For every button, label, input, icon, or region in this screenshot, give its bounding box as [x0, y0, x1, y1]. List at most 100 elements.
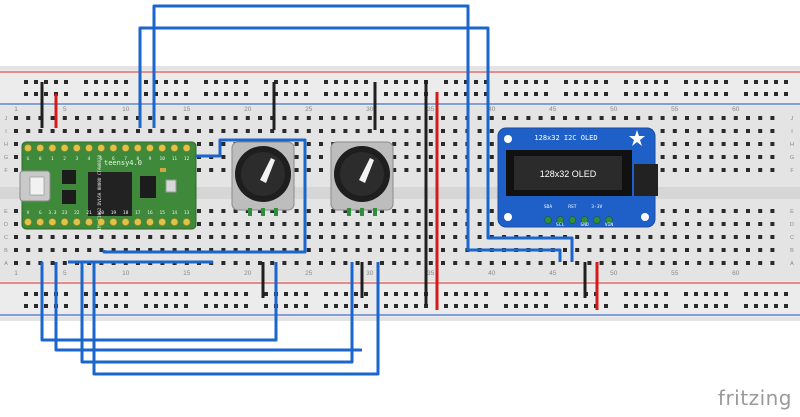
rail-hole: [704, 92, 708, 96]
rail-hole: [334, 80, 338, 84]
breadboard-hole: [38, 261, 43, 265]
breadboard-hole: [355, 116, 360, 120]
breadboard-hole: [306, 142, 311, 146]
breadboard-hole: [697, 209, 702, 213]
breadboard-hole: [599, 261, 604, 265]
breadboard-hole: [660, 235, 665, 239]
breadboard-hole: [331, 129, 336, 133]
breadboard-hole: [697, 222, 702, 226]
teensy-pin: [146, 144, 154, 152]
breadboard-hole: [404, 222, 409, 226]
breadboard-hole: [685, 129, 689, 133]
row-letter: C: [4, 235, 8, 241]
breadboard-hole: [709, 116, 714, 120]
oled-pin-label: 3-3V: [591, 204, 602, 210]
breadboard-hole: [404, 168, 409, 172]
oled-module: 128x32 I2C OLED 128x32 OLED SDASCLRSTGND…: [497, 127, 658, 228]
breadboard-hole: [416, 155, 421, 159]
breadboard-hole: [14, 222, 18, 226]
breadboard-hole: [160, 235, 165, 239]
rail-hole: [414, 92, 418, 96]
rail-hole: [364, 292, 368, 296]
breadboard-hole: [233, 116, 238, 120]
teensy-pin: [182, 144, 191, 152]
rail-hole: [384, 80, 388, 84]
breadboard-hole: [721, 142, 726, 146]
rail-hole: [124, 80, 128, 84]
rail-hole: [484, 292, 488, 296]
breadboard-hole: [611, 235, 616, 239]
rail-hole: [404, 304, 408, 308]
breadboard-hole: [294, 261, 299, 265]
breadboard-hole: [526, 116, 531, 120]
rail-hole: [534, 292, 538, 296]
breadboard-hole: [184, 235, 189, 239]
rail-hole: [274, 92, 278, 96]
column-number: 60: [732, 270, 740, 277]
breadboard-hole: [575, 235, 580, 239]
rail-hole: [454, 304, 458, 308]
bottom-power-rail: [0, 281, 800, 317]
rail-hole: [384, 304, 388, 308]
rail-hole: [154, 92, 158, 96]
rail-hole: [354, 304, 358, 308]
rail-hole: [164, 92, 168, 96]
breadboard-hole: [758, 168, 763, 172]
breadboard-hole: [148, 235, 153, 239]
breadboard-hole: [648, 235, 653, 239]
breadboard-hole: [746, 261, 750, 265]
breadboard-hole: [306, 222, 311, 226]
rail-hole: [104, 80, 108, 84]
teensy-pins: [24, 144, 191, 226]
rail-hole: [474, 92, 478, 96]
oled-mount-hole-2: [504, 213, 512, 221]
rail-hole: [144, 292, 148, 296]
wire-blue-pot2-a: [54, 262, 362, 352]
breadboard-hole: [697, 116, 702, 120]
column-number: 10: [122, 106, 130, 113]
rail-hole: [524, 304, 528, 308]
breadboard-hole: [367, 248, 372, 252]
rail-hole: [294, 80, 298, 84]
rail-hole: [384, 292, 388, 296]
breadboard-hole: [428, 168, 433, 172]
breadboard-hole: [233, 129, 238, 133]
rail-hole: [764, 80, 768, 84]
rail-hole: [144, 80, 148, 84]
row-letter: I: [5, 129, 7, 135]
breadboard-hole: [404, 248, 409, 252]
column-number: 1: [14, 270, 18, 277]
rail-hole: [214, 304, 218, 308]
oled-screen-text: 128x32 OLED: [540, 169, 597, 179]
rail-hole: [304, 92, 308, 96]
breadboard-hole: [75, 235, 79, 239]
teensy-pin: [158, 144, 167, 152]
breadboard-hole: [526, 261, 531, 265]
rail-hole: [594, 80, 598, 84]
breadboard-hole: [245, 248, 250, 252]
breadboard-hole: [733, 235, 738, 239]
breadboard-hole: [709, 261, 714, 265]
breadboard-hole: [50, 248, 55, 252]
breadboard-hole: [123, 248, 128, 252]
breadboard-hole: [721, 209, 726, 213]
breadboard-hole: [416, 222, 421, 226]
rail-hole: [264, 92, 268, 96]
breadboard-hole: [197, 142, 201, 146]
breadboard-hole: [477, 129, 482, 133]
breadboard-hole: [660, 116, 665, 120]
rail-hole: [724, 92, 728, 96]
breadboard-hole: [550, 261, 555, 265]
rail-hole: [214, 292, 218, 296]
breadboard-hole: [306, 261, 311, 265]
rail-hole: [784, 292, 788, 296]
rail-hole: [584, 80, 588, 84]
breadboard-hole: [343, 261, 348, 265]
breadboard-hole: [685, 116, 689, 120]
oled-pin-label: VIN: [605, 222, 614, 228]
teensy-pin-label: 1: [51, 156, 54, 162]
rail-hole: [534, 92, 538, 96]
rail-hole: [334, 304, 338, 308]
rail-hole: [344, 292, 348, 296]
